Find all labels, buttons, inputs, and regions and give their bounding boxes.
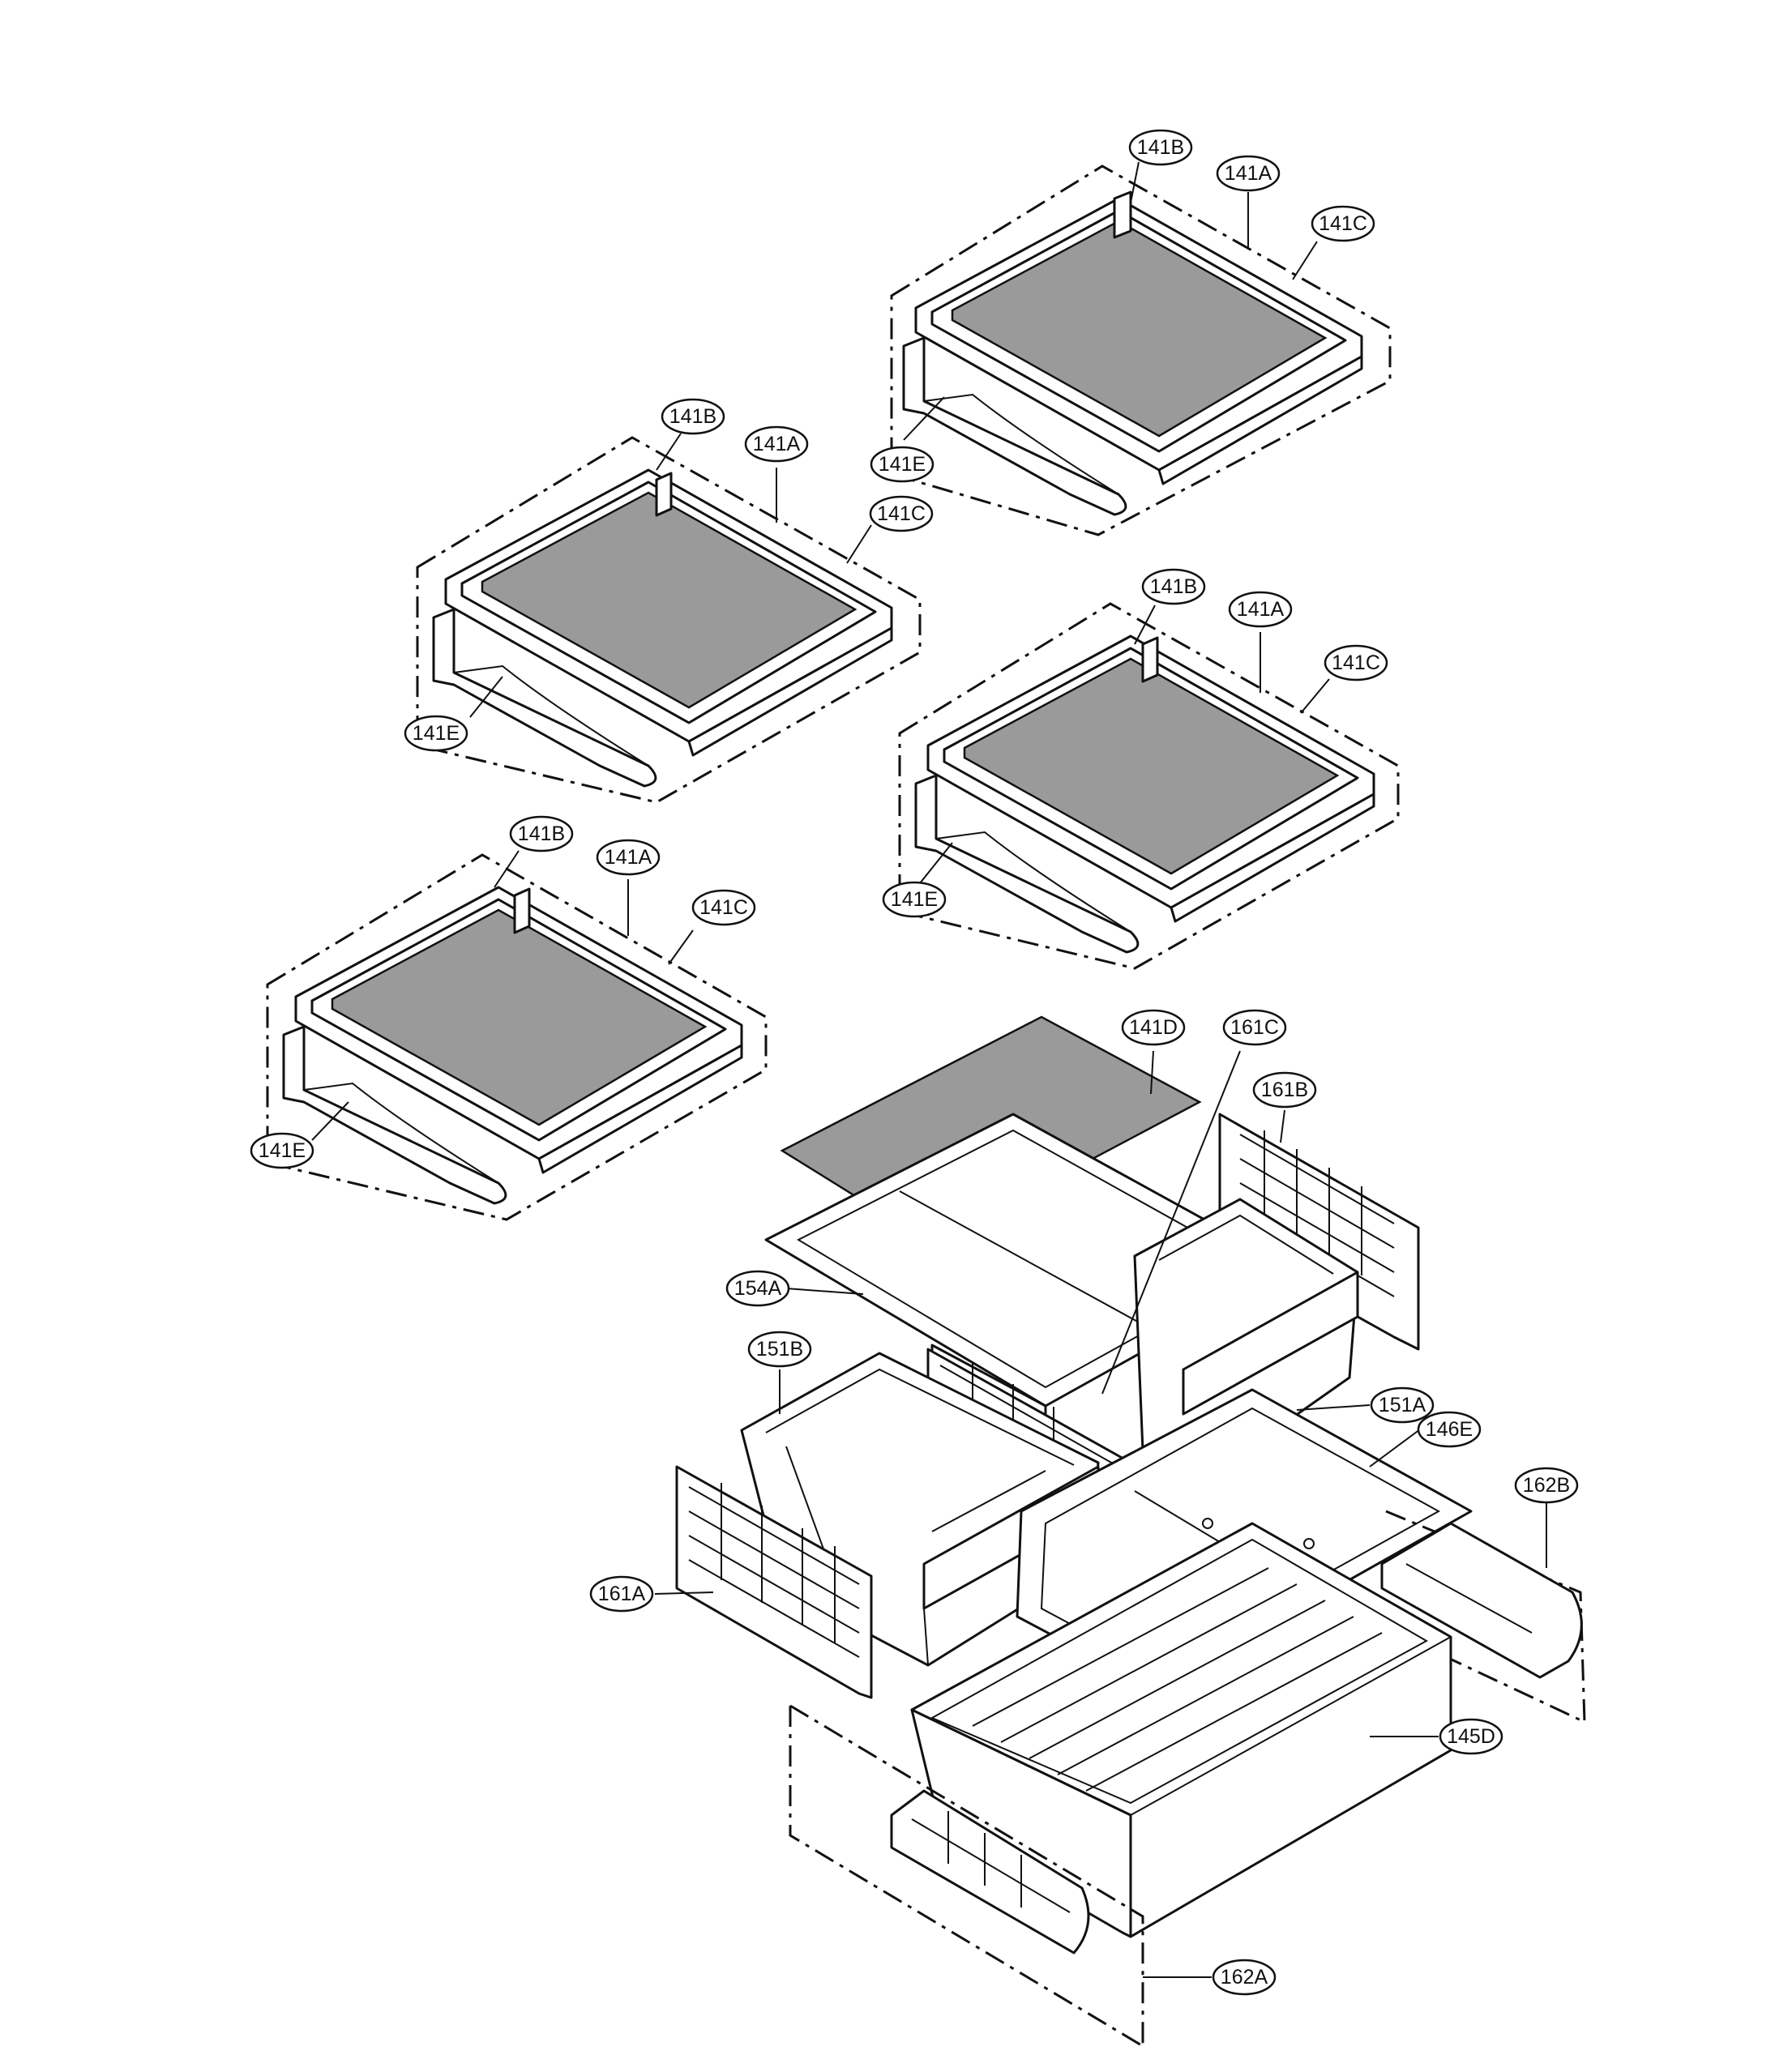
svg-text:141B: 141B <box>1137 136 1184 159</box>
callout-141A: 141A <box>1216 155 1281 192</box>
shelf-bracket <box>902 190 1132 516</box>
callout-141C: 141C <box>691 889 756 926</box>
callout-141E: 141E <box>250 1132 314 1169</box>
svg-text:141C: 141C <box>699 896 748 919</box>
shelf-bracket <box>432 472 673 788</box>
callout-141B: 141B <box>1141 568 1206 605</box>
svg-text:161C: 161C <box>1230 1016 1279 1039</box>
shelf-frame <box>444 468 893 757</box>
callout-162B: 162B <box>1514 1467 1579 1504</box>
callout-161C: 161C <box>1222 1009 1287 1046</box>
svg-text:141A: 141A <box>1225 162 1272 185</box>
svg-text:154A: 154A <box>734 1277 782 1300</box>
callout-141E: 141E <box>882 881 947 918</box>
callout-141D: 141D <box>1121 1009 1186 1046</box>
svg-text:141E: 141E <box>259 1139 306 1162</box>
svg-text:141B: 141B <box>669 405 716 428</box>
shelf-assembly-middle-right <box>898 602 1400 970</box>
svg-text:141C: 141C <box>1319 212 1367 235</box>
svg-text:146E: 146E <box>1426 1418 1473 1441</box>
svg-text:151B: 151B <box>756 1338 803 1361</box>
callout-145D: 145D <box>1439 1718 1503 1755</box>
svg-text:141E: 141E <box>891 888 938 911</box>
callout-162A: 162A <box>1212 1959 1277 1996</box>
callout-141B: 141B <box>509 815 574 852</box>
callout-146E: 146E <box>1417 1411 1482 1448</box>
svg-text:162A: 162A <box>1221 1966 1268 1989</box>
shelf-assembly-lower-left <box>266 853 768 1221</box>
shelf-bracket <box>914 636 1159 954</box>
crisper-assembly <box>675 1015 1586 2048</box>
callout-161A: 161A <box>589 1575 654 1613</box>
left-slide-rail <box>789 1704 1144 2048</box>
callout-141A: 141A <box>596 839 661 876</box>
svg-text:141A: 141A <box>753 433 801 455</box>
svg-text:141A: 141A <box>1237 598 1285 621</box>
shelf-frame <box>294 886 743 1174</box>
callout-141C: 141C <box>869 495 934 532</box>
svg-text:141B: 141B <box>518 822 565 845</box>
crisper-drawer <box>910 1522 1452 1938</box>
callout-141E: 141E <box>870 446 934 483</box>
callout-141B: 141B <box>1128 129 1193 166</box>
svg-text:141E: 141E <box>413 722 460 745</box>
shelf-frame <box>926 634 1375 923</box>
svg-text:141A: 141A <box>605 846 652 869</box>
svg-text:141C: 141C <box>877 502 926 525</box>
callout-141A: 141A <box>744 425 809 463</box>
left-vented-rail <box>675 1465 873 1699</box>
shelf-assembly-upper-left <box>416 436 922 804</box>
callout-151A: 151A <box>1370 1386 1435 1424</box>
callout-141C: 141C <box>1324 644 1388 681</box>
right-crisper-bin <box>1133 1198 1359 1485</box>
svg-text:141D: 141D <box>1129 1016 1178 1039</box>
callout-141A: 141A <box>1228 591 1293 628</box>
callout-141C: 141C <box>1311 205 1375 242</box>
svg-text:141E: 141E <box>879 453 926 476</box>
svg-text:162B: 162B <box>1523 1474 1570 1497</box>
shelf-frame <box>914 197 1363 485</box>
svg-text:151A: 151A <box>1379 1394 1426 1416</box>
svg-text:161A: 161A <box>598 1583 646 1605</box>
svg-text:145D: 145D <box>1447 1725 1495 1748</box>
callout-151B: 151B <box>747 1331 812 1368</box>
callout-154A: 154A <box>725 1270 790 1307</box>
svg-text:161B: 161B <box>1261 1079 1308 1101</box>
right-slide-rail <box>1380 1510 1586 1724</box>
leader-lines <box>311 161 1547 1978</box>
shelf-bracket <box>282 887 531 1205</box>
svg-text:141B: 141B <box>1150 575 1197 598</box>
callout-141B: 141B <box>661 398 725 435</box>
callout-161B: 161B <box>1252 1071 1317 1109</box>
shelf-assembly-top-right <box>890 164 1392 536</box>
svg-text:141C: 141C <box>1332 652 1380 674</box>
callout-141E: 141E <box>404 715 468 752</box>
